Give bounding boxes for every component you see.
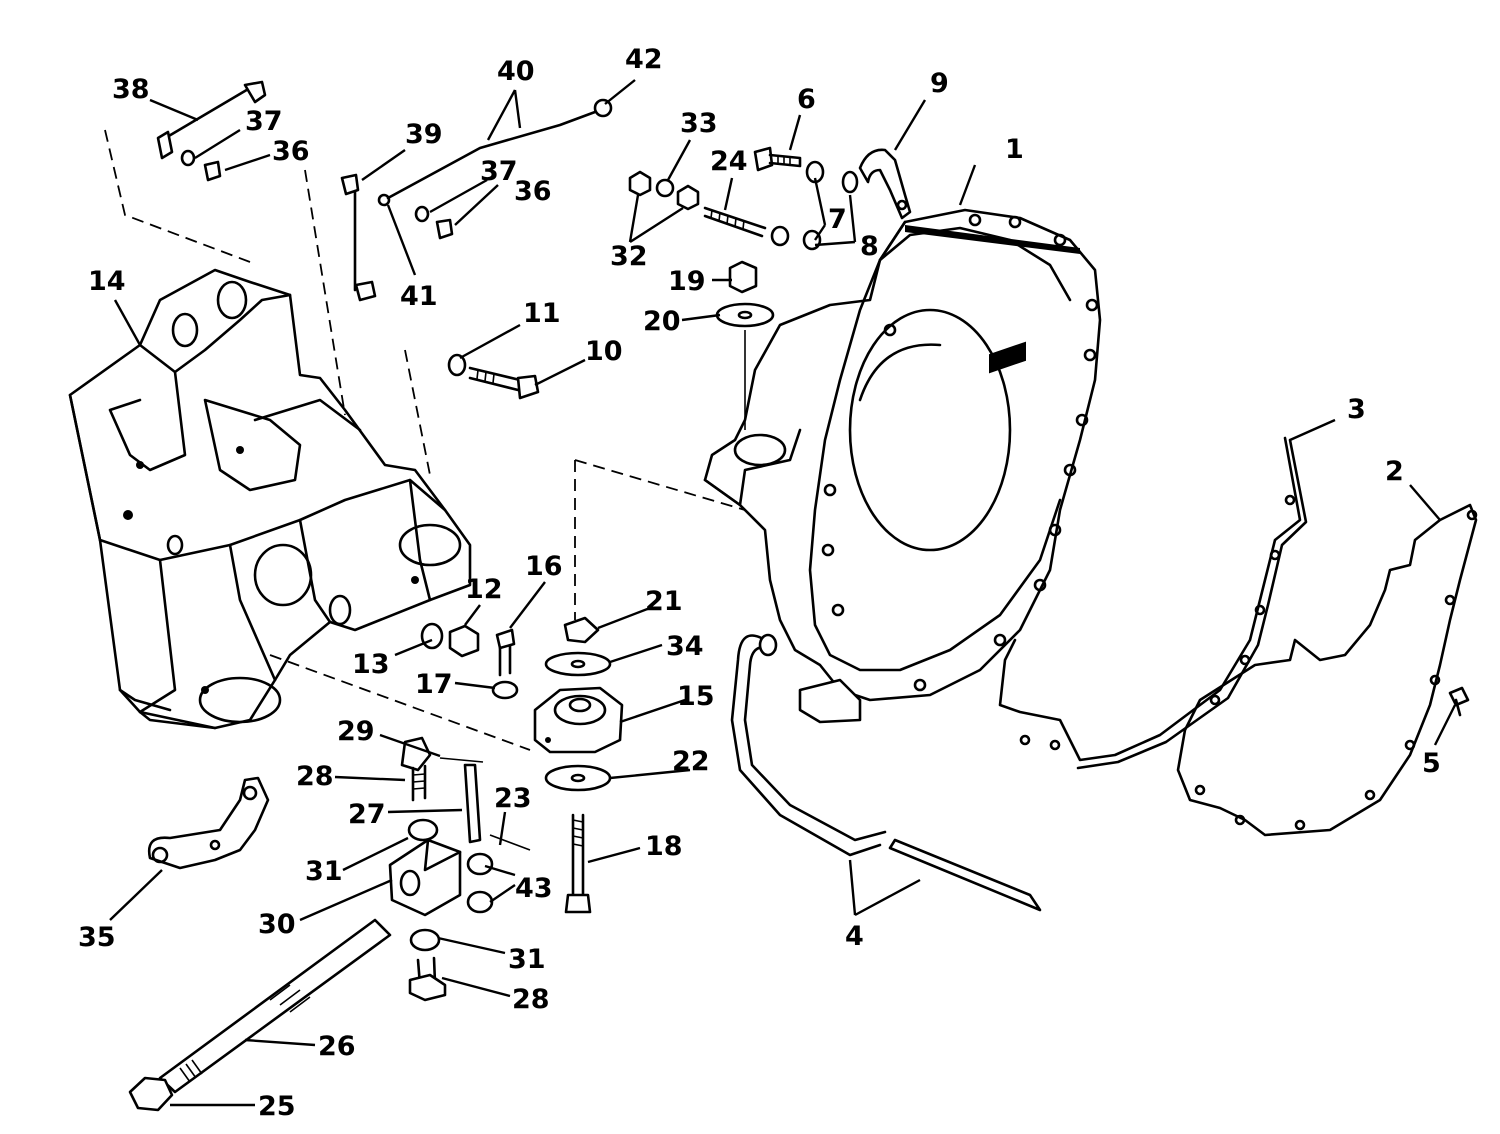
callout-21: 21 xyxy=(645,586,683,617)
tilt-hardware-parts-23-31-43 xyxy=(388,736,531,1002)
callout-30: 30 xyxy=(258,909,296,940)
callout-25: 25 xyxy=(258,1091,296,1122)
engine-mount-part-15 xyxy=(533,686,624,754)
callout-5: 5 xyxy=(1422,748,1441,779)
leader-lines xyxy=(109,79,1457,1107)
callout-14: 14 xyxy=(88,266,126,297)
callout-3: 3 xyxy=(1347,394,1366,425)
callout-39: 39 xyxy=(405,119,443,150)
callout-2: 2 xyxy=(1385,456,1404,487)
callout-43: 43 xyxy=(515,873,553,904)
hose-part-4 xyxy=(730,633,1042,912)
callout-8: 8 xyxy=(860,231,879,262)
callout-35: 35 xyxy=(78,922,116,953)
bolt-parts-10-11 xyxy=(447,353,540,400)
screw-part-5 xyxy=(1448,686,1470,717)
callout-37b: 37 xyxy=(480,156,518,187)
callout-12: 12 xyxy=(465,574,503,605)
callout-17: 17 xyxy=(415,669,453,700)
callout-36a: 36 xyxy=(272,136,310,167)
linkage-parts-36-42 xyxy=(156,80,613,302)
callout-20: 20 xyxy=(643,306,681,337)
callout-22: 22 xyxy=(672,746,710,777)
cover-plate-part-2 xyxy=(1176,503,1478,837)
callout-28a: 28 xyxy=(296,761,334,792)
clamp-part-9 xyxy=(858,148,912,220)
mounting-bracket-part-14 xyxy=(68,268,472,730)
callout-16: 16 xyxy=(525,551,563,582)
callout-31b: 31 xyxy=(508,944,546,975)
callout-13: 13 xyxy=(352,649,390,680)
callout-33: 33 xyxy=(680,108,718,139)
assembly-dashed-lines xyxy=(104,129,746,751)
callout-19: 19 xyxy=(668,266,706,297)
callout-6: 6 xyxy=(797,84,816,115)
callout-27: 27 xyxy=(348,799,386,830)
callout-24: 24 xyxy=(710,146,748,177)
tilt-tube-part-26 xyxy=(128,918,392,1112)
callout-38: 38 xyxy=(112,74,150,105)
callout-11: 11 xyxy=(523,298,561,329)
callout-7: 7 xyxy=(828,204,847,235)
bracket-plate-part-35 xyxy=(147,776,270,870)
flywheel-housing-part-1 xyxy=(703,208,1102,724)
callout-42: 42 xyxy=(625,44,663,75)
callout-4: 4 xyxy=(845,921,864,952)
callout-34: 34 xyxy=(666,631,704,662)
callout-31a: 31 xyxy=(305,856,343,887)
callout-29: 29 xyxy=(337,716,375,747)
callout-10: 10 xyxy=(585,336,623,367)
gasket-part-3 xyxy=(998,436,1308,770)
callout-28b: 28 xyxy=(512,984,550,1015)
callout-36b: 36 xyxy=(514,176,552,207)
callout-18: 18 xyxy=(645,831,683,862)
callout-9: 9 xyxy=(930,68,949,99)
fastener-parts-12-13-16-17-18-21-22-34 xyxy=(420,616,612,914)
callout-26: 26 xyxy=(318,1031,356,1062)
callout-37a: 37 xyxy=(245,106,283,137)
hardware-parts-6-8-24-32-33 xyxy=(628,146,859,430)
callout-15: 15 xyxy=(677,681,715,712)
callout-40: 40 xyxy=(497,56,535,87)
callout-1: 1 xyxy=(1005,134,1024,165)
callout-41: 41 xyxy=(400,281,438,312)
callout-32: 32 xyxy=(610,241,648,272)
callout-23: 23 xyxy=(494,783,532,814)
callout-labels: 1 2 3 4 5 6 7 8 9 10 11 12 13 14 15 16 1… xyxy=(78,44,1441,1122)
